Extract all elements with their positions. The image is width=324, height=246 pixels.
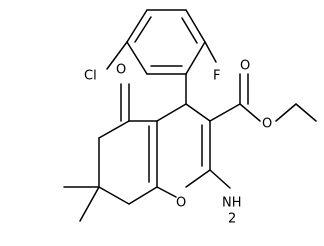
- bond-methyl-2: [79, 186, 100, 222]
- bond-c5-c6: [98, 120, 130, 139]
- bond-c8-c8a: [128, 186, 158, 205]
- bond-ethyl-2: [295, 103, 317, 122]
- aryl-ring: [126, 9, 206, 75]
- chlorine-label: Cl: [84, 69, 97, 84]
- fluorine-label: F: [213, 69, 220, 84]
- amino-label: NH: [222, 196, 242, 211]
- amino-subscript-label: 2: [228, 212, 236, 227]
- bond-aryl-6-double: [134, 16, 152, 43]
- bond-c2-o1: [185, 169, 211, 188]
- pyran-ring: [148, 103, 211, 198]
- bond-c7-c8: [98, 186, 130, 205]
- bond-c-f: [204, 41, 217, 63]
- bond-c8a-o1: [156, 186, 177, 198]
- bond-aryl-2-double: [181, 17, 198, 44]
- ring-oxygen-label: O: [176, 196, 186, 211]
- cyclohexenone-ring: [98, 120, 158, 205]
- bond-ester-o: [239, 103, 261, 122]
- bond-aryl-6: [126, 9, 148, 43]
- ester-carbonyl-oxygen-label: O: [240, 59, 250, 74]
- ester-ether-oxygen-label: O: [262, 117, 272, 132]
- ketone-oxygen-label: O: [116, 63, 126, 78]
- bond-c4-c4a: [156, 103, 187, 122]
- bond-c-cl: [106, 41, 128, 70]
- bond-ethyl-1: [275, 103, 297, 122]
- bond-c2-nh2: [209, 169, 231, 189]
- bond-aryl-2: [185, 9, 206, 43]
- bond-c3-ester: [209, 103, 241, 122]
- bond-aryl-3: [185, 41, 206, 75]
- bond-c4-c3: [185, 103, 211, 122]
- bond-aryl-5: [126, 41, 148, 75]
